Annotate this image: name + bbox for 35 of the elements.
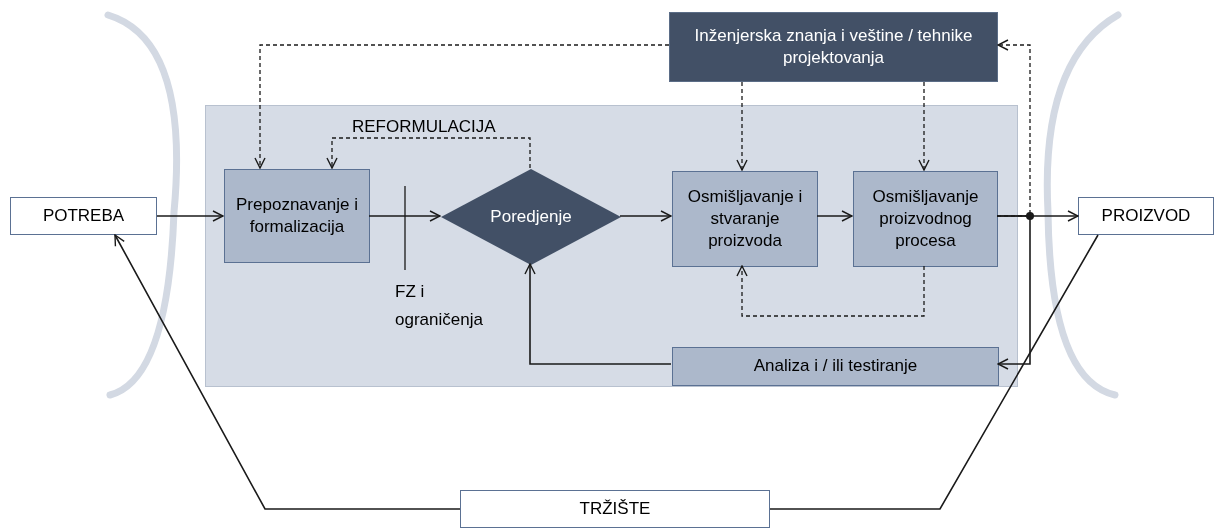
process-box [460,490,770,528]
connector-line [769,234,1099,510]
process-box [669,12,998,82]
arrow [114,234,461,510]
dashed-arrow [996,39,1031,217]
box-label: TRŽIŠTE [578,497,652,520]
group-panel [205,105,1018,387]
process-box [672,171,818,267]
box-label: PROIZVOD [1100,204,1192,227]
arrow [816,210,853,222]
dashed-arrow [918,81,930,171]
box-label: Poredjenje [489,205,573,228]
arrow [619,210,672,222]
dashed-arrow [326,137,531,169]
arrow [368,210,441,222]
arrow [524,263,672,365]
arrow [156,210,224,222]
process-box [224,169,370,263]
arrow [996,215,1031,370]
annotation-text: FZ i ograničenja [395,281,484,332]
box-label: Inženjerska znanja i veštine / tehnike projektovanja [693,24,974,69]
edge-label: REFORMULACIJA [352,116,496,138]
box-label: Osmišljavanje i stvaranje proizvoda [686,185,804,253]
dashed-arrow [254,44,670,169]
box-label: Osmišljavanje proizvodnog procesa [871,185,980,253]
box-label: Analiza i / ili testiranje [752,355,919,378]
box-label: Prepoznavanje i formalizacija [235,193,359,238]
process-box [853,171,998,267]
process-box [10,197,157,235]
process-box [1078,197,1214,235]
decision-diamond [441,169,621,265]
dashed-arrow [736,81,748,171]
process-box [672,347,999,386]
box-label: POTREBA [41,204,126,227]
dashed-arrow [736,265,925,317]
